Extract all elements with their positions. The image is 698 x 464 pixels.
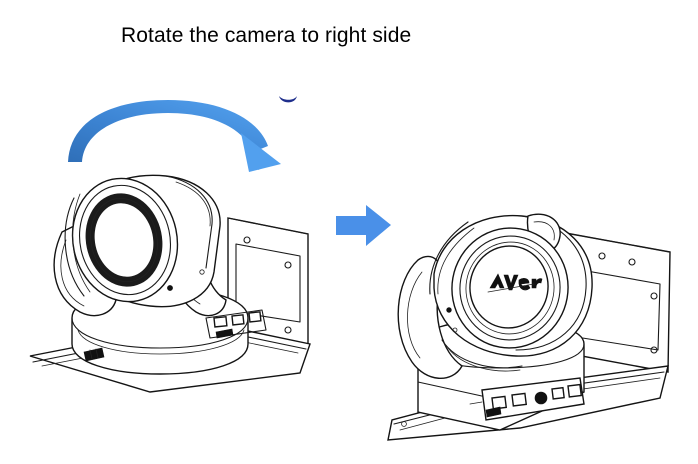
- aver-logo-icon: [487, 273, 543, 293]
- instruction-caption: Rotate the camera to right side: [121, 24, 412, 47]
- camera-after-body: [387, 213, 671, 441]
- stray-blue-mark-icon: [279, 96, 297, 103]
- camera-before-body: [29, 174, 311, 393]
- rotate-clockwise-arc-arrow-icon: [68, 100, 281, 172]
- transition-right-arrow-icon: [336, 205, 391, 246]
